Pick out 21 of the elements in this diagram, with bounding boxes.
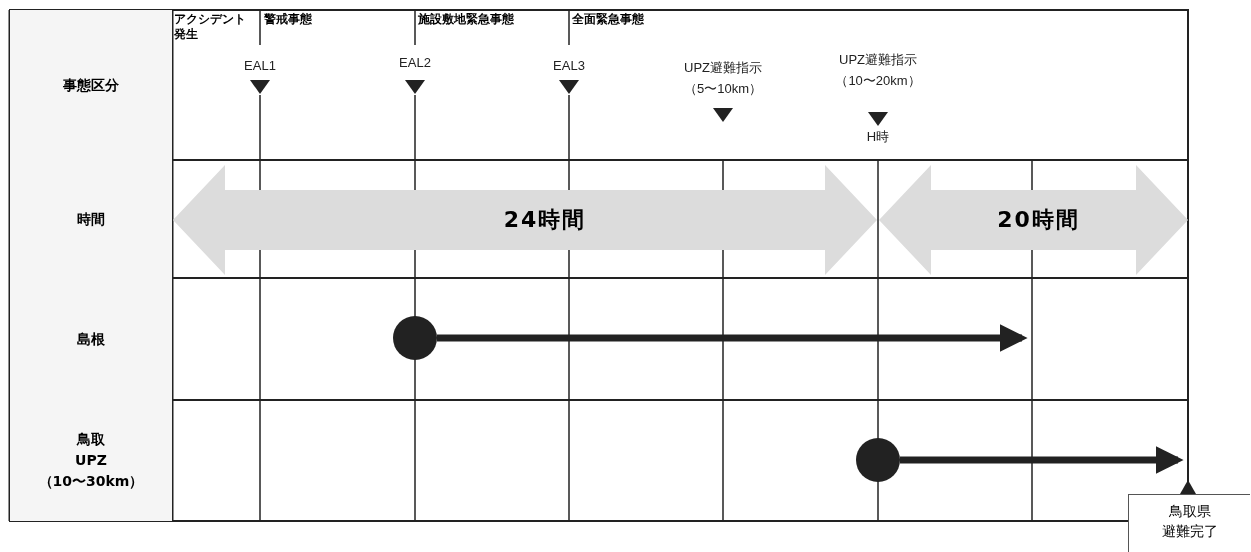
phase-label: 警戒事態 <box>264 12 312 27</box>
callout-box: 鳥取県避難完了 <box>1128 494 1250 552</box>
phase-label: アクシデント発生 <box>174 12 247 42</box>
time-span-band: 20時間 <box>879 165 1188 275</box>
event-label: EAL2 <box>399 55 431 70</box>
phase-label: 全面緊急事態 <box>572 12 644 27</box>
row-header: 事態区分 <box>10 10 172 160</box>
arrow <box>900 446 1184 474</box>
phase-label: 施設敷地緊急事態 <box>418 12 514 27</box>
row-header: 島根 <box>10 278 172 400</box>
event-label: UPZ避難指示（5〜10km） <box>684 59 762 98</box>
start-dot <box>856 438 900 482</box>
event-label: UPZ避難指示（10〜20km） <box>835 51 921 90</box>
event-label: EAL1 <box>244 58 276 73</box>
event-label: EAL3 <box>553 58 585 73</box>
time-span-band: 24時間 <box>173 165 877 275</box>
start-dot <box>393 316 437 360</box>
arrow <box>437 324 1028 352</box>
row-header: 時間 <box>10 160 172 278</box>
event-label: H時 <box>866 128 890 146</box>
row-header: 鳥取 UPZ （10〜30km） <box>10 400 172 521</box>
